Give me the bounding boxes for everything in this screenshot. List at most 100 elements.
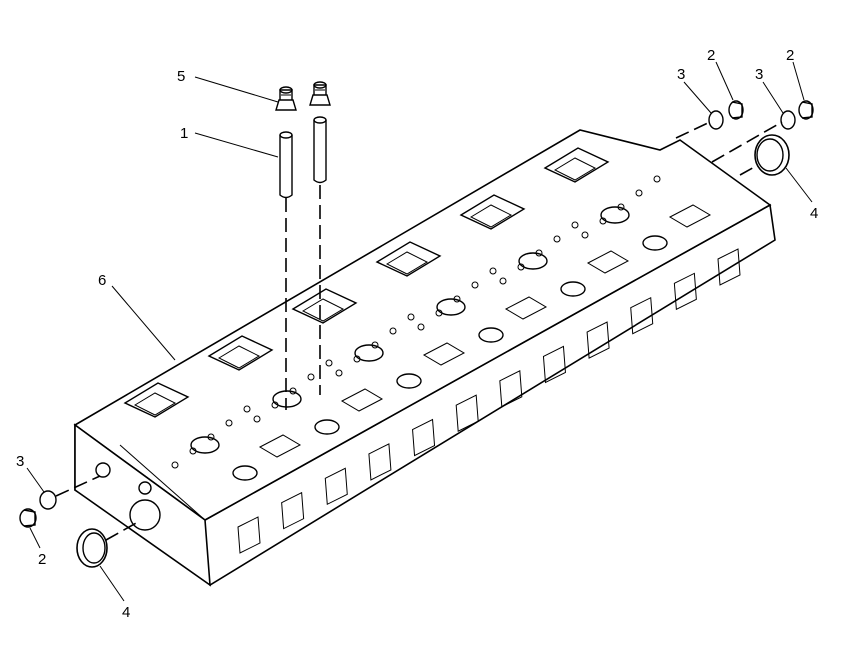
- cylinder-head: [73, 129, 776, 587]
- bolt-hole: [599, 217, 607, 225]
- side-port: [455, 394, 479, 432]
- rocker-recess-inner: [553, 157, 597, 181]
- port-bore: [560, 281, 586, 297]
- cap-left: [76, 528, 108, 568]
- end-bore: [129, 499, 161, 531]
- rocker-recess: [375, 241, 442, 277]
- callout-6: 6: [98, 272, 106, 289]
- deck-pocket: [586, 250, 630, 274]
- side-port: [717, 248, 741, 286]
- bolt-hole: [325, 359, 333, 367]
- injector-bore: [436, 298, 466, 316]
- bolt-hole: [407, 313, 415, 321]
- end-port: [95, 462, 111, 478]
- rocker-recess: [459, 194, 526, 230]
- callout-2-left: 2: [38, 551, 46, 568]
- side-port: [542, 345, 566, 384]
- seal-left: [39, 490, 57, 510]
- rocker-recess-inner: [133, 392, 177, 416]
- deck-pocket: [668, 204, 712, 228]
- side-port: [237, 516, 261, 554]
- rocker-recess-inner: [385, 251, 429, 275]
- bolt-hole: [307, 373, 315, 381]
- callout-1: 1: [180, 125, 188, 142]
- bolt-hole: [171, 461, 179, 469]
- rocker-recess-inner: [217, 345, 261, 369]
- side-port: [586, 321, 610, 359]
- plug-left: [19, 508, 37, 528]
- bolt-hole: [353, 355, 361, 363]
- bolt-hole: [271, 401, 279, 409]
- deck-pocket: [422, 342, 466, 366]
- side-port: [673, 272, 697, 311]
- bolt-hole: [371, 341, 379, 349]
- callout-5: 5: [177, 68, 185, 85]
- rocker-recess: [123, 382, 190, 418]
- rocker-recess-inner: [469, 204, 513, 228]
- rocker-recess: [543, 147, 610, 183]
- bolt-hole: [635, 189, 643, 197]
- bolt-hole: [253, 415, 261, 423]
- bolt-hole: [207, 433, 215, 441]
- deck-pocket: [340, 388, 384, 412]
- side-port: [368, 443, 392, 481]
- bolt-hole: [535, 249, 543, 257]
- port-bore: [478, 327, 504, 343]
- valve-seal-right: [309, 81, 331, 106]
- top-recesses: [123, 147, 610, 418]
- bolt-hole: [435, 309, 443, 317]
- seal-right-2: [780, 110, 796, 130]
- callout-2-right-a: 2: [707, 47, 715, 64]
- port-bore: [232, 465, 258, 481]
- injector-bore: [600, 206, 630, 224]
- side-ports: [237, 248, 741, 554]
- axis-left-1: [55, 475, 101, 497]
- callout-2-right-b: 2: [786, 47, 794, 64]
- bolt-hole: [335, 369, 343, 377]
- callout-3-left: 3: [16, 453, 24, 470]
- valve-guide-left: [279, 131, 293, 199]
- rocker-recess: [291, 288, 358, 324]
- bolt-hole: [225, 419, 233, 427]
- bolt-hole: [289, 387, 297, 395]
- axis-right-3: [739, 164, 759, 176]
- plug-right-1: [728, 100, 744, 120]
- bolt-hole: [617, 203, 625, 211]
- port-bore: [642, 235, 668, 251]
- deck-pocket: [504, 296, 548, 320]
- callout-4-left: 4: [122, 604, 130, 621]
- valve-guide-right: [313, 116, 327, 184]
- bolt-hole: [189, 447, 197, 455]
- rocker-recess: [207, 335, 274, 371]
- side-port: [630, 296, 654, 335]
- bolt-hole: [453, 295, 461, 303]
- valve-seal-left: [275, 86, 297, 111]
- bolt-hole: [653, 175, 661, 183]
- axis-left-2: [105, 521, 139, 541]
- callout-4-right: 4: [810, 205, 818, 222]
- bolt-hole: [499, 277, 507, 285]
- axis-right-2: [711, 121, 783, 163]
- axis-right-1: [675, 121, 711, 139]
- side-port: [324, 467, 348, 506]
- plug-right-2: [798, 100, 814, 120]
- port-bore: [396, 373, 422, 389]
- side-port: [412, 418, 436, 457]
- bolt-hole: [553, 235, 561, 243]
- bolt-hole: [489, 267, 497, 275]
- side-port: [281, 491, 305, 530]
- injector-bore: [190, 436, 220, 454]
- rocker-recess-inner: [301, 298, 345, 322]
- seal-right-1: [708, 110, 724, 130]
- side-port: [499, 370, 523, 408]
- cap-right: [754, 134, 790, 176]
- bolt-hole: [581, 231, 589, 239]
- injector-bore: [354, 344, 384, 362]
- leader-lines: [26, 61, 813, 602]
- port-bore: [314, 419, 340, 435]
- bolt-hole: [471, 281, 479, 289]
- bolt-hole: [243, 405, 251, 413]
- callout-3-right-b: 3: [755, 66, 763, 83]
- bolt-hole: [571, 221, 579, 229]
